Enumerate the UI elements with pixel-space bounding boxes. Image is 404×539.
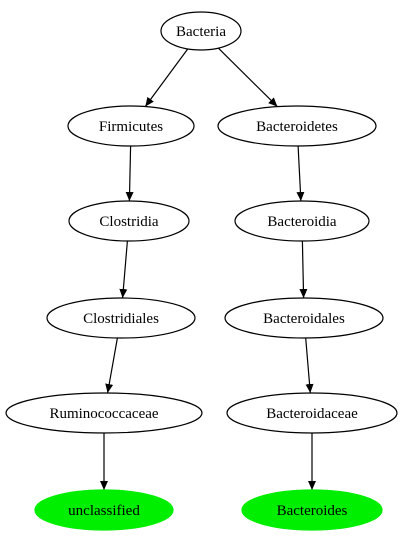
node-ruminococcaceae: Ruminococcaceae bbox=[5, 392, 203, 434]
node-unclassified-label: unclassified bbox=[68, 503, 140, 519]
node-bacteroidales-label: Bacteroidales bbox=[263, 311, 345, 327]
edges-layer bbox=[100, 47, 316, 490]
node-clostridiales-ellipse bbox=[46, 297, 196, 339]
node-bacteroidaceae: Bacteroidaceae bbox=[226, 392, 398, 434]
edge-bacteroidetes-to-bacteroidia bbox=[296, 145, 305, 202]
node-bacteroides-ellipse bbox=[241, 489, 383, 531]
node-clostridia: Clostridia bbox=[68, 200, 190, 242]
node-bacteroidaceae-label: Bacteroidaceae bbox=[266, 406, 358, 422]
node-bacteroidaceae-ellipse bbox=[226, 392, 398, 434]
node-bacteroidetes-ellipse bbox=[217, 105, 377, 147]
node-bacteria-label: Bacteria bbox=[176, 24, 226, 40]
edge-bacteroidia-to-bacteroidales bbox=[299, 240, 308, 299]
node-bacteroidetes: Bacteroidetes bbox=[217, 105, 377, 147]
edge-clostridiales-to-ruminococcaceae bbox=[105, 337, 118, 394]
edge-bacteria-to-bacteroidetes bbox=[217, 47, 278, 108]
node-bacteria: Bacteria bbox=[160, 11, 242, 51]
edge-bacteroidales-to-bacteroidaceae bbox=[305, 337, 314, 394]
node-bacteroidetes-label: Bacteroidetes bbox=[256, 119, 338, 135]
node-bacteria-ellipse bbox=[160, 11, 242, 51]
edge-clostridia-to-clostridiales bbox=[119, 240, 128, 299]
node-bacteroides-label: Bacteroides bbox=[277, 503, 348, 519]
edge-bacteria-to-firmicutes bbox=[144, 48, 189, 107]
node-firmicutes-ellipse bbox=[67, 105, 195, 147]
node-bacteroidales-ellipse bbox=[224, 297, 384, 339]
node-clostridia-label: Clostridia bbox=[99, 214, 159, 230]
edge-firmicutes-to-clostridia bbox=[125, 145, 134, 202]
node-unclassified-ellipse bbox=[34, 489, 174, 531]
node-bacteroidales: Bacteroidales bbox=[224, 297, 384, 339]
node-clostridiales: Clostridiales bbox=[46, 297, 196, 339]
node-bacteroides: Bacteroides bbox=[241, 489, 383, 531]
node-unclassified: unclassified bbox=[34, 489, 174, 531]
node-ruminococcaceae-ellipse bbox=[5, 392, 203, 434]
node-firmicutes: Firmicutes bbox=[67, 105, 195, 147]
node-clostridia-ellipse bbox=[68, 200, 190, 242]
node-clostridiales-label: Clostridiales bbox=[83, 311, 159, 327]
node-bacteroidia: Bacteroidia bbox=[234, 200, 370, 242]
node-bacteroidia-label: Bacteroidia bbox=[267, 214, 336, 230]
node-ruminococcaceae-label: Ruminococcaceae bbox=[49, 406, 158, 422]
node-bacteroidia-ellipse bbox=[234, 200, 370, 242]
node-firmicutes-label: Firmicutes bbox=[99, 119, 163, 135]
